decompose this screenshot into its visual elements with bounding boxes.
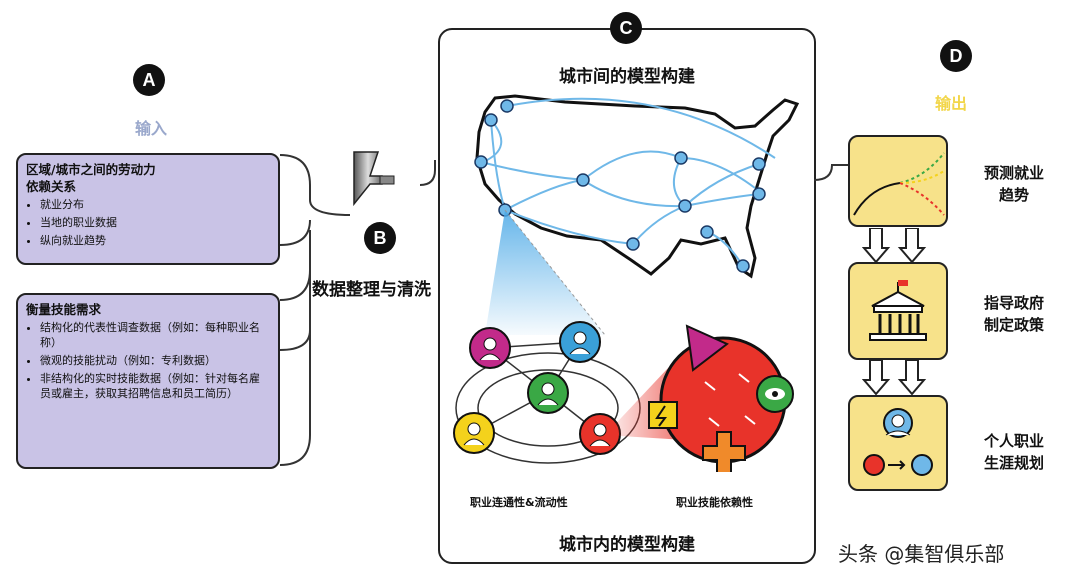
input-item: 微观的技能扰动（例如：专利数据） — [40, 353, 270, 368]
input-list-labor: 就业分布 当地的职业数据 纵向就业趋势 — [26, 197, 270, 248]
output-box-career — [848, 395, 948, 491]
skill-dependency-cluster — [648, 324, 794, 472]
input-heading-labor: 区域/城市之间的劳动力依赖关系 — [26, 162, 156, 194]
watermark: 头条 @集智俱乐部 — [838, 542, 1005, 566]
output-box-policy — [848, 262, 948, 360]
step-a-badge: A — [133, 64, 165, 96]
input-item: 就业分布 — [40, 197, 270, 212]
down-arrows-2 — [862, 360, 927, 396]
input-list-skills: 结构化的代表性调查数据（例如：每种职业名称） 微观的技能扰动（例如：专利数据） … — [26, 320, 270, 401]
input-heading-skills: 衡量技能需求 — [26, 302, 102, 317]
step-d-badge: D — [940, 40, 972, 72]
input-connectors — [279, 154, 436, 466]
step-a-title: 输入 — [135, 119, 168, 138]
step-b-badge: B — [364, 222, 396, 254]
government-building-icon — [869, 280, 927, 341]
input-item: 非结构化的实时技能数据（例如：针对每名雇员或雇主，获取其招聘信息和员工简历） — [40, 371, 270, 401]
down-arrows-1 — [862, 228, 927, 264]
career-person-icon — [863, 408, 933, 476]
occupation-network — [453, 321, 641, 464]
output-label-career: 个人职业生涯规划 — [983, 432, 1044, 472]
output-box-trend — [848, 135, 948, 227]
trend-chart-icon — [853, 152, 945, 216]
caption-occupation-network: 职业连通性&流动性 — [470, 496, 568, 509]
intracity-title: 城市内的模型构建 — [559, 535, 695, 555]
input-item: 结构化的代表性调查数据（例如：每种职业名称） — [40, 320, 270, 350]
projection-cone — [485, 209, 606, 336]
output-label-policy: 指导政府制定政策 — [983, 294, 1044, 334]
step-b-title: 数据整理与清洗 — [312, 280, 431, 300]
output-label-trend: 预测就业趋势 — [983, 164, 1044, 204]
input-box-labor: 区域/城市之间的劳动力依赖关系 就业分布 当地的职业数据 纵向就业趋势 — [16, 153, 280, 265]
us-network-map — [474, 94, 800, 279]
input-item: 当地的职业数据 — [40, 215, 270, 230]
input-item: 纵向就业趋势 — [40, 233, 270, 248]
step-c-badge: C — [610, 12, 642, 44]
intercity-title: 城市间的模型构建 — [559, 67, 695, 87]
input-box-skills: 衡量技能需求 结构化的代表性调查数据（例如：每种职业名称） 微观的技能扰动（例如… — [16, 293, 280, 469]
funnel-icon — [353, 151, 395, 207]
output-connector — [813, 164, 850, 181]
caption-skill-dependency: 职业技能依赖性 — [676, 496, 753, 509]
step-d-title: 输出 — [935, 94, 968, 113]
